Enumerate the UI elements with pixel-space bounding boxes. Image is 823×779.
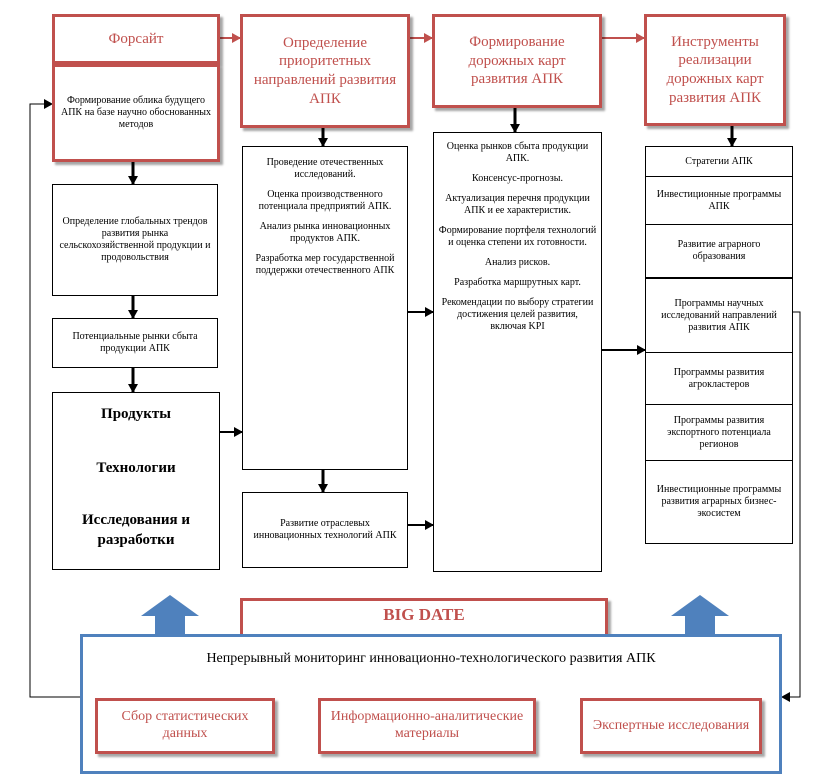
priorities-list-box: Проведение отечественных исследований. О… xyxy=(242,146,408,470)
industry-tech-box: Развитие отраслевых инновационных технол… xyxy=(242,492,408,568)
tool-item: Развитие аграрного образования xyxy=(677,239,761,262)
products-tech-research-box: Продукты Технологии Исследования и разра… xyxy=(52,392,220,570)
tool-item: Программы развития экспортного потенциал… xyxy=(646,405,792,461)
roadmap-steps-box: Оценка рынков сбыта продукции АПК. Консе… xyxy=(433,132,602,572)
roadmap-step: Анализ рисков. xyxy=(484,257,551,268)
tools-group-a: Стратегии АПК Инвестиционные программы А… xyxy=(645,146,793,278)
source-analytics-label: Информационно-аналитические материалы xyxy=(330,709,524,741)
header-foresight-label: Форсайт xyxy=(108,30,164,47)
products-label: Продукты xyxy=(101,406,171,422)
roadmap-step: Разработка маршрутных карт. xyxy=(454,277,581,288)
up-arrow-right xyxy=(671,595,729,636)
header-priorities: Определение приоритетных направлений раз… xyxy=(240,14,410,128)
header-priorities-label: Определение приоритетных направлений раз… xyxy=(253,34,397,107)
header-tools: Инструменты реализации дорожных карт раз… xyxy=(644,14,786,126)
up-arrow-left xyxy=(141,595,199,636)
global-trends-text: Определение глобальных трендов развития … xyxy=(59,216,211,263)
image-of-future-text: Формирование облика будущего АПК на базе… xyxy=(60,95,212,130)
source-expert-label: Экспертные исследования xyxy=(592,717,750,733)
tool-item: Программы научных исследований направлен… xyxy=(646,279,792,353)
technologies-label: Технологии xyxy=(96,460,176,476)
big-date-label: BIG DATE xyxy=(383,605,465,624)
priorities-item: Проведение отечественных исследований. xyxy=(266,157,384,180)
header-roadmaps-label: Формирование дорожных карт развития АПК xyxy=(468,33,566,88)
roadmap-step: Актуализация перечня продукции АПК и ее … xyxy=(445,193,590,216)
tools-group-b: Программы научных исследований направлен… xyxy=(645,278,793,544)
markets-box: Потенциальные рынки сбыта продукции АПК xyxy=(52,318,218,368)
monitoring-title: Непрерывный мониторинг инновационно-техн… xyxy=(206,651,656,666)
source-expert: Экспертные исследования xyxy=(580,698,762,754)
tool-item: Стратегии АПК xyxy=(646,147,792,177)
header-tools-label: Инструменты реализации дорожных карт раз… xyxy=(666,33,764,106)
roadmap-step: Оценка рынков сбыта продукции АПК. xyxy=(446,141,589,164)
research-label: Исследования и разработки xyxy=(82,512,190,548)
priorities-item: Оценка производственного потенциала пред… xyxy=(258,189,392,212)
priorities-item: Разработка мер государственной поддержки… xyxy=(255,253,395,276)
roadmap-step: Консенсус-прогнозы. xyxy=(472,173,563,184)
roadmap-step: Формирование портфеля технологий и оценк… xyxy=(438,225,597,248)
global-trends-box: Определение глобальных трендов развития … xyxy=(52,184,218,296)
source-analytics: Информационно-аналитические материалы xyxy=(318,698,536,754)
header-roadmaps: Формирование дорожных карт развития АПК xyxy=(432,14,602,108)
source-statistics-label: Сбор статистических данных xyxy=(121,709,249,741)
markets-text: Потенциальные рынки сбыта продукции АПК xyxy=(72,331,198,354)
tool-item: Программы развития агрокластеров xyxy=(646,353,792,405)
tool-item: Инвестиционные программы АПК xyxy=(646,177,792,225)
roadmap-step: Рекомендации по выбору стратегии достиже… xyxy=(441,297,594,332)
header-foresight: Форсайт xyxy=(52,14,220,64)
image-of-future-box: Формирование облика будущего АПК на базе… xyxy=(52,64,220,162)
source-statistics: Сбор статистических данных xyxy=(95,698,275,754)
tool-item: Инвестиционные программы развития аграрн… xyxy=(656,484,782,519)
industry-tech-text: Развитие отраслевых инновационных технол… xyxy=(253,518,397,541)
priorities-item: Анализ рынка инновационных продуктов АПК… xyxy=(259,221,391,244)
